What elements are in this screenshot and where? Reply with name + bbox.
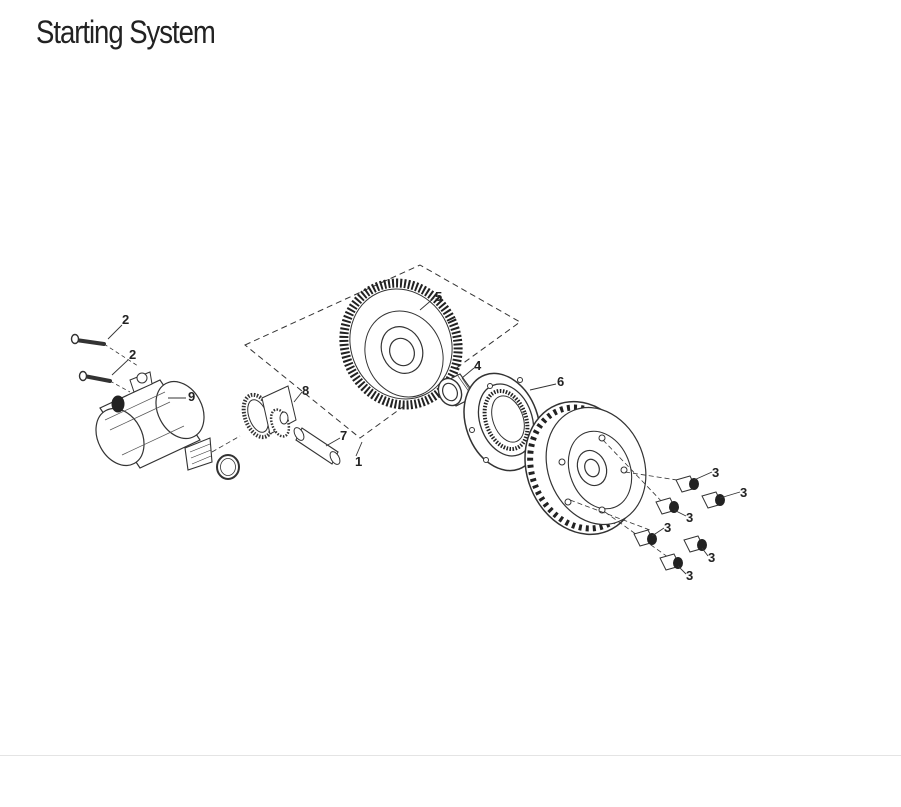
- callout-labels: 1 2 2 3 3 3 3 3 3 4 5 6 7 8 9: [122, 289, 747, 583]
- part-3-socket-screw-f[interactable]: [659, 553, 683, 571]
- callout-3-a: 3: [712, 465, 719, 480]
- part-4-needle-bearing[interactable]: [434, 373, 477, 409]
- part-2-bolt-lower[interactable]: [78, 370, 131, 393]
- callout-3-e: 3: [708, 550, 715, 565]
- callout-3-b: 3: [740, 485, 747, 500]
- callout-9: 9: [188, 389, 195, 404]
- callout-6: 6: [557, 374, 564, 389]
- callout-2-upper: 2: [122, 312, 129, 327]
- callout-1: 1: [355, 454, 362, 469]
- part-5-reduction-gear[interactable]: [324, 264, 478, 424]
- page-title: Starting System: [36, 14, 216, 50]
- part-3-socket-screw-e[interactable]: [683, 535, 707, 553]
- kit-1-dashed-outline: [244, 264, 521, 439]
- footer-divider: [0, 755, 901, 756]
- flywheel-rotor[interactable]: [506, 384, 691, 561]
- part-3-socket-screw-a[interactable]: [675, 475, 699, 493]
- callout-3-c: 3: [664, 520, 671, 535]
- starter-o-ring[interactable]: [216, 454, 240, 480]
- part-8-idle-gear[interactable]: [238, 385, 297, 441]
- callout-3-d: 3: [686, 510, 693, 525]
- callout-3-f: 3: [686, 568, 693, 583]
- callout-5: 5: [435, 289, 442, 304]
- callout-8: 8: [302, 383, 309, 398]
- callout-2-lower: 2: [129, 347, 136, 362]
- part-2-bolt-upper[interactable]: [70, 333, 139, 367]
- part-9-starter-motor[interactable]: [86, 371, 241, 474]
- callout-7: 7: [340, 428, 347, 443]
- leader-lines: [107, 297, 741, 575]
- part-3-socket-screw-b[interactable]: [701, 491, 725, 509]
- callout-4: 4: [474, 358, 482, 373]
- part-3-socket-screw-c[interactable]: [655, 497, 679, 515]
- part-6-starter-clutch[interactable]: [451, 363, 553, 482]
- part-7-idle-shaft[interactable]: [292, 426, 342, 466]
- part-3-socket-screw-d[interactable]: [633, 529, 657, 547]
